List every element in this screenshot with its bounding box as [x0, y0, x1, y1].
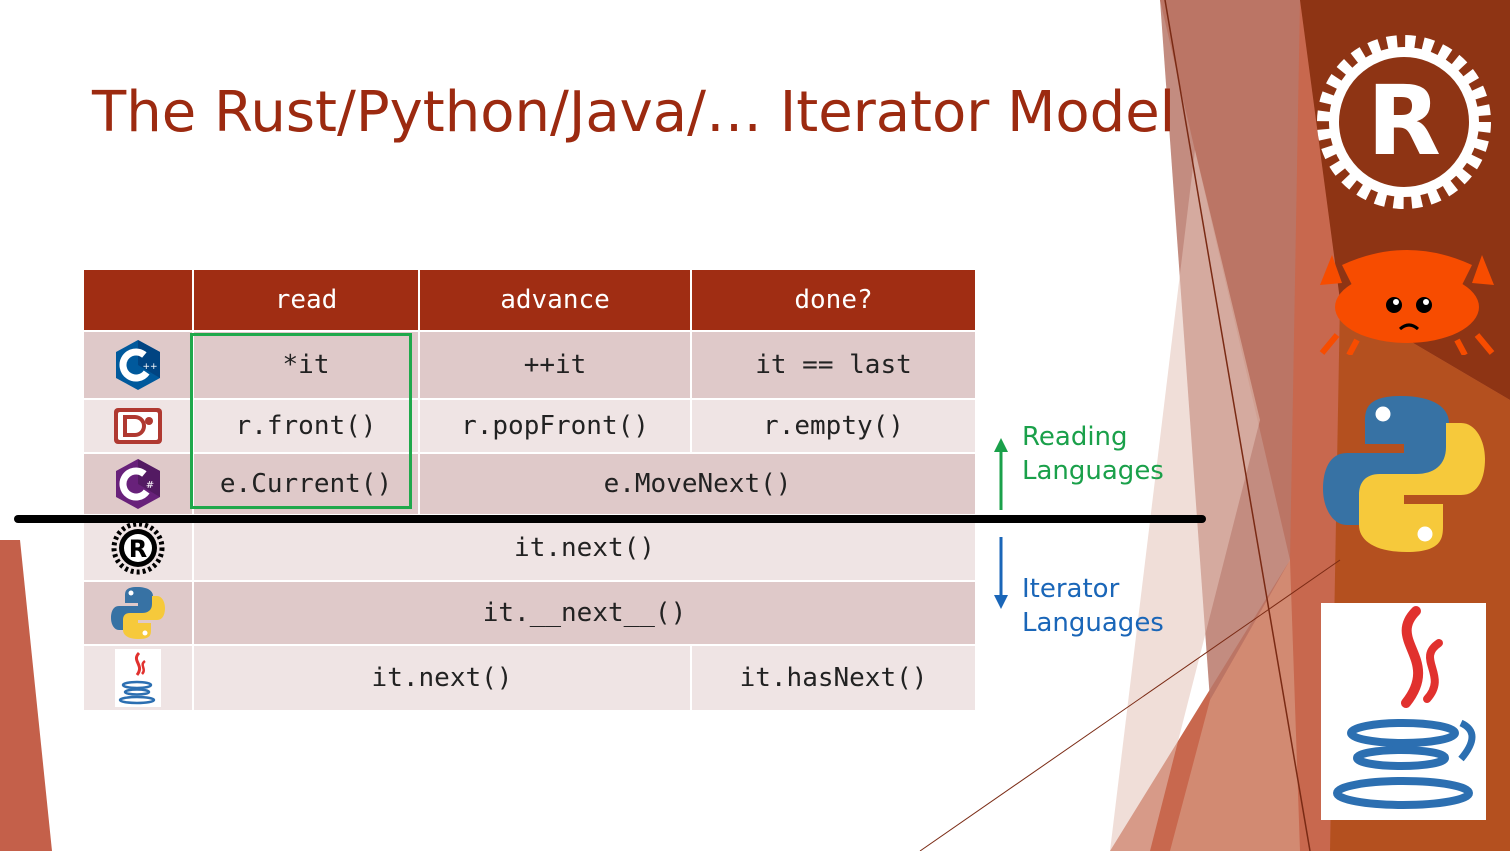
- header-read: read: [192, 268, 420, 332]
- reading-label-line2: Languages: [1022, 456, 1164, 486]
- table-cell: ++it: [418, 330, 692, 400]
- reading-iterator-divider-line: [14, 515, 1206, 523]
- arrow-down-icon: [994, 537, 1008, 609]
- java-large-logo-icon: [1321, 603, 1486, 820]
- d-lang-logo-icon: [82, 398, 194, 454]
- table-row: # e.Current() e.MoveNext(): [82, 452, 977, 516]
- csharp-logo-icon: #: [82, 452, 194, 516]
- table-cell: it.hasNext(): [690, 644, 977, 712]
- table-row: it.next() it.hasNext(): [82, 644, 977, 712]
- table-cell: it.next(): [192, 514, 977, 582]
- table-cell: e.MoveNext(): [418, 452, 977, 516]
- svg-text:R: R: [129, 535, 147, 563]
- iterator-languages-label: Iterator Languages: [1022, 572, 1164, 640]
- table-cell: it.__next__(): [192, 580, 977, 646]
- table-cell: r.popFront(): [418, 398, 692, 454]
- header-logo-column: [82, 268, 194, 332]
- table-cell: e.Current(): [192, 452, 420, 516]
- iterator-comparison-table: read advance done? ++ *it ++it it == las…: [82, 268, 977, 712]
- java-logo-icon: [82, 644, 194, 712]
- svg-text:#: #: [146, 480, 154, 491]
- header-done: done?: [690, 268, 977, 332]
- ferris-crab-icon: [1319, 250, 1495, 355]
- table-row: r.front() r.popFront() r.empty(): [82, 398, 977, 454]
- iterator-label-line2: Languages: [1022, 608, 1164, 638]
- reading-label-line1: Reading: [1022, 422, 1128, 452]
- table-header-row: read advance done?: [82, 268, 977, 332]
- table-cell: r.front(): [192, 398, 420, 454]
- table-row: it.__next__(): [82, 580, 977, 646]
- table-cell: r.empty(): [690, 398, 977, 454]
- rust-logo-icon: R: [82, 514, 194, 582]
- table-row: ++ *it ++it it == last: [82, 330, 977, 400]
- svg-text:++: ++: [142, 362, 157, 372]
- iterator-label-line1: Iterator: [1022, 574, 1120, 604]
- table-row: R it.next(): [82, 514, 977, 582]
- python-large-logo-icon: [1323, 396, 1485, 552]
- arrow-up-icon: [994, 438, 1008, 510]
- rust-gear-logo-icon: R: [1317, 35, 1491, 209]
- table-cell: *it: [192, 330, 420, 400]
- reading-languages-label: Reading Languages: [1022, 420, 1164, 488]
- cpp-logo-icon: ++: [82, 330, 194, 400]
- header-advance: advance: [418, 268, 692, 332]
- slide-title: The Rust/Python/Java/… Iterator Model: [92, 80, 1176, 145]
- table-cell: it.next(): [192, 644, 692, 712]
- python-logo-icon: [82, 580, 194, 646]
- svg-text:R: R: [1367, 65, 1441, 177]
- table-cell: it == last: [690, 330, 977, 400]
